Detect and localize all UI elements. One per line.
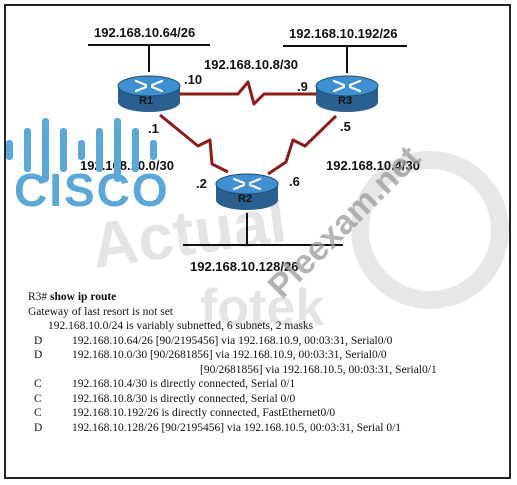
- route-text: [90/2681856] via 192.168.10.5, 00:03:31,…: [200, 363, 437, 376]
- figure-frame: [4, 4, 511, 479]
- iface-r3-r1: .9: [297, 79, 308, 94]
- iface-r1-r3: .10: [184, 72, 202, 87]
- cli-command: show ip route: [50, 291, 117, 303]
- route-row: C 192.168.10.8/30 is directly connected,…: [28, 392, 508, 407]
- cisco-logo-text: CISCO: [14, 164, 170, 216]
- link-r1-r2-label: 192.168.10.0/30: [80, 158, 174, 173]
- router-arrows-icon: [232, 177, 262, 191]
- cli-prompt: R3#: [28, 291, 48, 303]
- link-r1-r2: [159, 113, 229, 174]
- route-text: 192.168.10.0/30 [90/2681856] via 192.168…: [72, 349, 387, 361]
- router-r3: R3: [315, 75, 379, 112]
- lan-r2-label: 192.168.10.128/26: [190, 259, 298, 274]
- cli-gateway: Gateway of last resort is not set: [28, 305, 173, 318]
- route-row: C 192.168.10.4/30 is directly connected,…: [28, 377, 508, 392]
- link-r1-r3: [178, 80, 318, 106]
- link-r3-r2: [267, 114, 338, 176]
- route-text: 192.168.10.128/26 [90/2195456] via 192.1…: [72, 421, 402, 434]
- router-r2: R2: [215, 173, 279, 210]
- route-row: D 192.168.10.128/26 [90/2195456] via 192…: [28, 421, 508, 436]
- watermark-brand-3: fotek: [200, 279, 324, 337]
- route-code: C: [34, 407, 42, 419]
- router-r1: R1: [117, 75, 181, 112]
- route-text: 192.168.10.8/30 is directly connected, S…: [72, 392, 296, 405]
- cli-summary-line: 192.168.10.0/24 is variably subnetted, 6…: [28, 319, 508, 334]
- route-row-continuation: [90/2681856] via 192.168.10.5, 00:03:31,…: [28, 363, 508, 378]
- lan-r1-label: 192.168.10.64/26: [94, 25, 195, 40]
- route-row: D 192.168.10.0/30 [90/2681856] via 192.1…: [28, 348, 508, 363]
- iface-r3-r2: .5: [340, 119, 351, 134]
- router-r1-label: R1: [139, 95, 153, 107]
- cli-summary: 192.168.10.0/24 is variably subnetted, 6…: [48, 320, 314, 332]
- route-row: C 192.168.10.192/26 is directly connecte…: [28, 406, 508, 421]
- cisco-logo: CISCO: [6, 118, 170, 216]
- iface-r2-r1: .2: [196, 176, 207, 191]
- router-arrows-icon: [332, 79, 362, 93]
- router-r3-label: R3: [338, 95, 352, 107]
- lan-r3-label: 192.168.10.192/26: [289, 26, 397, 41]
- cli-command-line: R3# show ip route: [28, 290, 508, 305]
- route-code: C: [34, 392, 42, 405]
- router-r2-label: R2: [238, 193, 252, 205]
- route-text: 192.168.10.192/26 is directly connected,…: [72, 407, 336, 419]
- route-code: C: [34, 378, 42, 390]
- route-text: 192.168.10.4/30 is directly connected, S…: [72, 378, 296, 390]
- iface-r1-r2: .1: [148, 121, 159, 136]
- route-row: D 192.168.10.64/26 [90/2195456] via 192.…: [28, 334, 508, 349]
- route-text: 192.168.10.64/26 [90/2195456] via 192.16…: [72, 334, 393, 347]
- watermark-ring: [351, 151, 509, 309]
- route-code: D: [34, 421, 43, 434]
- iface-r2-r3: .6: [289, 174, 300, 189]
- cli-gateway-line: Gateway of last resort is not set: [28, 305, 508, 320]
- lan-segments: [88, 44, 407, 246]
- link-r1-r3-label: 192.168.10.8/30: [204, 57, 298, 72]
- serial-links: [159, 80, 338, 176]
- cli-output: R3# show ip route Gateway of last resort…: [28, 290, 508, 435]
- link-r3-r2-label: 192.168.10.4/30: [326, 158, 420, 173]
- route-code: D: [34, 334, 43, 347]
- route-code: D: [34, 349, 43, 361]
- router-arrows-icon: [134, 79, 164, 93]
